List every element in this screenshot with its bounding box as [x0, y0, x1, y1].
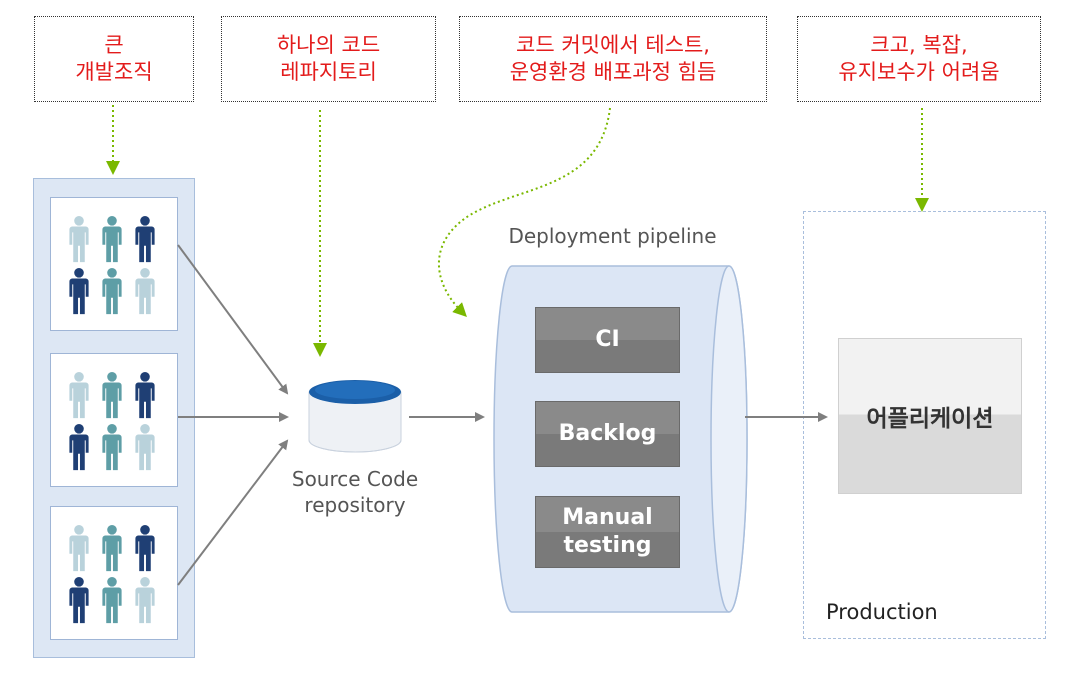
pipeline-title: Deployment pipeline	[508, 224, 717, 248]
note-line: 운영환경 배포과정 힘듬	[509, 60, 717, 84]
production-label: Production	[826, 600, 938, 624]
note-line: 크고, 복잡,	[870, 33, 968, 57]
people-group-3	[69, 525, 155, 624]
people-group-2	[69, 372, 155, 471]
stage-manual-testing: Manual testing	[535, 496, 680, 568]
stage-label: CI	[595, 327, 620, 352]
note-line: 레파지토리	[280, 60, 377, 84]
note-line: 큰	[104, 33, 124, 57]
note-line: 하나의 코드	[276, 33, 381, 57]
repository-line: Source Code	[291, 467, 419, 491]
database-icon	[308, 380, 402, 453]
stage-label: Manual	[562, 505, 653, 530]
note-deploy-hard: 코드 커밋에서 테스트, 운영환경 배포과정 힘듬	[459, 16, 767, 102]
note-line: 코드 커밋에서 테스트,	[516, 33, 710, 57]
note-large-org: 큰 개발조직	[34, 16, 194, 102]
repository-label: Source Code repository	[270, 466, 440, 518]
repository-line: repository	[304, 493, 406, 517]
note-line: 개발조직	[75, 60, 153, 84]
note-single-repo: 하나의 코드 레파지토리	[221, 16, 436, 102]
note-complex: 크고, 복잡, 유지보수가 어려움	[797, 16, 1041, 102]
note-line: 유지보수가 어려움	[838, 60, 1000, 84]
application-box: 어플리케이션	[838, 338, 1022, 494]
connector-pipeline	[438, 107, 611, 317]
people-group-1	[69, 216, 155, 315]
stage-label: Backlog	[558, 421, 657, 446]
stage-ci: CI	[535, 307, 680, 373]
stage-label: testing	[563, 533, 652, 558]
stage-backlog: Backlog	[535, 401, 680, 467]
